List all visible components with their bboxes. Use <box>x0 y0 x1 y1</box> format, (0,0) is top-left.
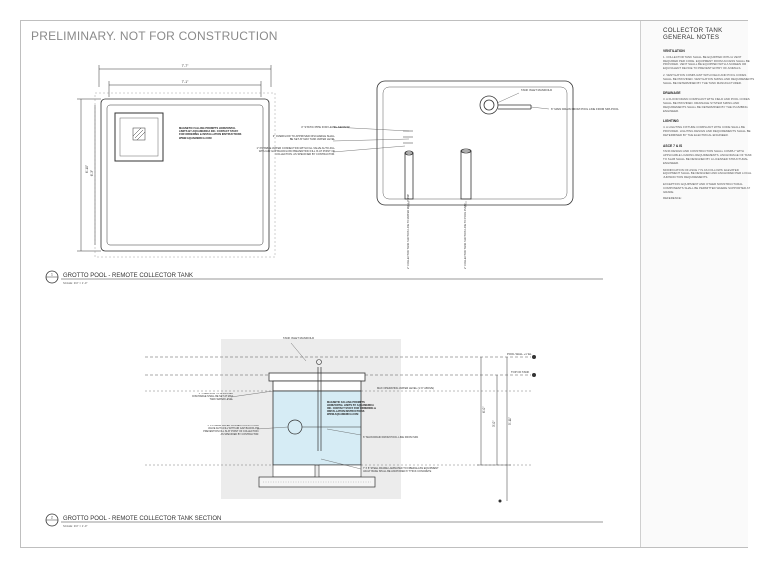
section-manifold-label: TANK INLET MANIFOLD <box>283 336 314 340</box>
section-title-block: 2 GROTTO POOL - REMOTE COLLECTOR TANK SE… <box>45 513 603 528</box>
section-elev-top: TOP OF TANK <box>511 370 529 374</box>
section-dim-b: 5'-11" <box>508 417 512 425</box>
notes-body: VENTILATION 1. COLLECTOR TANK SHALL BE E… <box>663 43 755 204</box>
plan-title: GROTTO POOL - REMOTE COLLECTOR TANK <box>63 273 193 279</box>
notes-heading-drainage: DRAINAGE <box>663 91 681 96</box>
section-water-level: MAX OPERATING WATER LEVEL (1'-6" ABOVE) <box>377 386 434 390</box>
plan-ref-number: 1 <box>51 273 53 277</box>
section-overflow-note: 3" OVERFLOW TO APPROVED DISCHARGE SHALL … <box>192 393 233 401</box>
notes-paragraph: TANK DESIGN AND CONSTRUCTION SHALL COMPL… <box>663 149 752 165</box>
plan-scale: SCALE: 3/4" = 1'-0" <box>63 281 87 285</box>
drawing-area: PRELIMINARY. NOT FOR CONSTRUCTION <box>21 21 637 547</box>
notes-paragraph: 1. COLLECTOR TANK SHALL BE EQUIPPED WITH… <box>663 54 750 71</box>
notes-paragraph: 2. VENTILATION COMPLIANT WITH FIELD AND … <box>663 72 755 85</box>
notes-heading-lighting: LIGHTING <box>663 119 679 124</box>
notes-heading-ventilation: VENTILATION <box>663 49 685 53</box>
section-drain-note: 6" MAIN DRAIN FROM POOL LINE FROM SPA <box>363 435 418 439</box>
section-title: GROTTO POOL - REMOTE COLLECTOR TANK SECT… <box>63 516 221 522</box>
plan-callout-manifold: TANK INLET MANIFOLD <box>521 88 552 92</box>
plan-pipe-label-1: 2" COLLECTOR TANK SUCTION LINE TO WATER … <box>406 194 410 269</box>
section-tank-water <box>272 390 362 466</box>
notes-heading-asce: ASCE 7 & IS <box>663 143 683 148</box>
section-scale: SCALE: 3/4" = 1'-0" <box>63 524 87 528</box>
plan-callout-sensor: 4" STATIC PIPE FOR LEVEL SENSOR <box>301 125 350 129</box>
plan-pipe-label-2: 2" COLLECTOR TANK SUCTION LINE TO POOL P… <box>463 203 467 269</box>
notes-paragraph: REFERENCE: <box>663 196 682 201</box>
section-dim-a: 6'-0" <box>482 407 486 413</box>
plan-tank-note: MAGNETIC FALLING PROMPTS HORIZONTAL LIMI… <box>179 127 241 140</box>
plan-dim-left-inner: 6'-3" <box>90 170 94 176</box>
section-view <box>145 339 536 503</box>
section-tank-note: MAGNETIC FALLING PROMPTS HORIZONTAL LIMI… <box>327 401 376 416</box>
section-fill-note: 1" POTABLE WATER CONNECTION WITH FILL VA… <box>203 425 259 436</box>
plan-dim-inner: 7'-1" <box>182 80 190 84</box>
drawing-canvas: 6'-10" 6'-3" 7'-7" 7'-1" MAGNETIC FALLIN… <box>45 64 619 528</box>
plan-dim-left-outer: 6'-10" <box>85 165 89 173</box>
notes-paragraph: 4. A LIGHTING FIXTURE COMPLIANT WITH COD… <box>663 125 751 137</box>
section-dim-c: 3'-0" <box>492 421 496 427</box>
section-ref-number: 2 <box>51 516 53 520</box>
plan-callout-makeup: 1" POTABLE WATER CONNECTION WITH FILL VA… <box>257 147 335 156</box>
plan-dim-overall: 7'-7" <box>182 64 190 68</box>
plan-piping-view <box>376 80 574 206</box>
section-base-note: 7' X 8' STEEL FRAME LAMINATED TO FIBERGL… <box>363 467 439 473</box>
general-notes-panel: COLLECTOR TANK GENERAL NOTES VENTILATION… <box>640 21 754 547</box>
notes-paragraph: MODIFICATION OF ASCE 7 IS AS FOLLOWS: EL… <box>663 167 752 180</box>
notes-paragraph: EXCEPTION: EQUIPMENT AND OTHER NONSTRUCT… <box>663 181 751 194</box>
plan-title-block: 1 GROTTO POOL - REMOTE COLLECTOR TANK SC… <box>45 270 603 285</box>
notes-paragraph: 3. A FLOOR DRAIN COMPLIANT WITH FIELD AN… <box>663 97 750 113</box>
section-elev-pool: POOL WALL +1' EL <box>507 352 532 356</box>
drawing-sheet: PRELIMINARY. NOT FOR CONSTRUCTION <box>20 20 754 548</box>
preliminary-banner: PRELIMINARY. NOT FOR CONSTRUCTION <box>31 29 278 43</box>
notes-title: COLLECTOR TANK GENERAL NOTES <box>663 27 723 41</box>
plan-callout-overflow: 3" OVERFLOW TO APPROVED DISCHARGE SHALL … <box>273 135 335 141</box>
plan-view <box>77 65 276 258</box>
plan-callout-main-drain: 6" MAIN DRAIN FROM POOL LINE FROM SPA PO… <box>551 107 619 111</box>
